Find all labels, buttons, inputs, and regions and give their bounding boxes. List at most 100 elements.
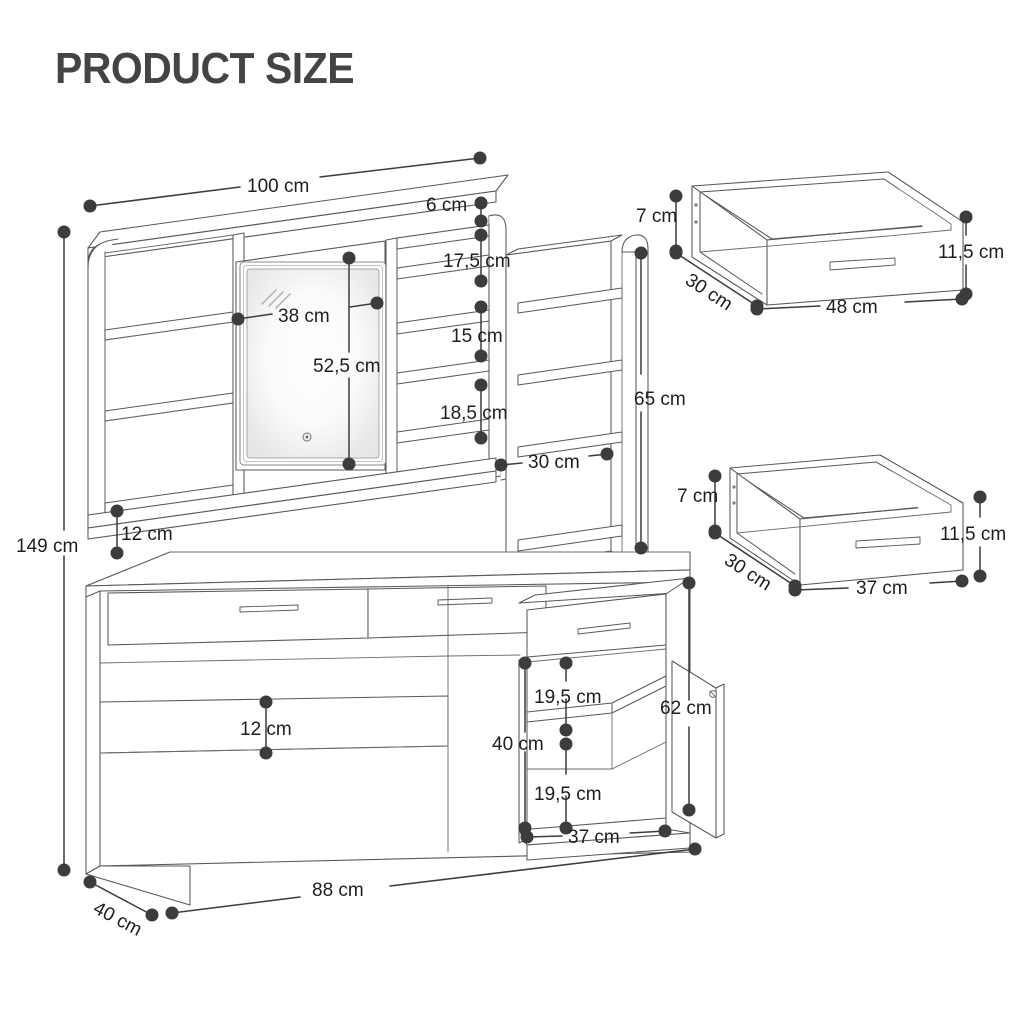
dim-dot [474,274,488,288]
dim-label-drawer2-front-height: 11,5 cm [940,524,1006,545]
dim-label-cabinet-shelf-upper: 19,5 cm [534,687,602,708]
cabinet-inner-profile [526,741,667,770]
dim-desk-width: 88 cm [165,842,702,920]
dim-dot [682,576,696,590]
cabinet-drawer-handle-icon[interactable] [577,622,631,635]
dim-label-hutch-width: 100 cm [247,176,309,197]
hutch-left-panel [87,242,106,537]
dim-label-cabinet-inner-height: 40 cm [492,734,544,755]
desk-right-seam [447,654,521,657]
dim-label-shelf-gap-lower: 18,5 cm [440,403,508,424]
hutch-left-shelf-1 [104,311,234,341]
dim-total-height: 149 cm [16,225,78,877]
drawer-large-drawing [691,171,964,306]
dim-dot [494,458,508,472]
dim-dot [973,490,987,504]
dim-dot [231,312,245,326]
mirror-shine-icon [261,289,291,309]
dim-dot [473,151,487,165]
drawer1-handle-icon[interactable] [829,257,896,271]
dim-label-cabinet-width: 37 cm [568,827,620,848]
dim-tower-height: 65 cm [634,246,686,555]
dim-dot [634,541,648,555]
hutch-right-shelf-3 [396,359,490,385]
dim-dot [708,469,722,483]
dim-label-drawer1-side-height: 7 cm [636,206,677,227]
dim-dot [959,210,973,224]
dim-dot [600,447,614,461]
cabinet-door[interactable] [671,660,725,839]
dim-dot [559,737,573,751]
dim-hutch-width: 100 cm [83,151,487,213]
drawer-handle-right-icon[interactable] [437,597,493,606]
dim-cabinet-width: 37 cm [520,824,672,848]
cabinet-door-hinge-line [709,690,717,698]
tower-bottom-board [517,524,623,552]
drawer2-handle-icon[interactable] [855,536,921,549]
mirror-touch-button-dot [305,435,309,439]
dim-dot [474,349,488,363]
dim-cabinet-shelf-upper: 19,5 cm [534,656,602,737]
dim-dot [669,189,683,203]
dim-dot [559,656,573,670]
dim-dot [474,300,488,314]
drawer-handle-left-icon[interactable] [239,604,299,613]
dim-label-mirror-height: 52,5 cm [313,356,381,377]
dim-dot [634,246,648,260]
desk-drawer-front-right [367,585,547,639]
drawer1-screw-2-icon [694,220,698,224]
dim-label-shelf-gap-upper: 17,5 cm [443,251,511,272]
dim-shelf-gap-lower: 18,5 cm [440,378,508,445]
drawer1-bottom-inner [699,229,952,253]
dim-dot [83,875,97,889]
drawer2-screw-1-icon [732,485,736,489]
dim-dot [708,526,722,540]
dim-hutch-base-height: 12 cm [110,504,173,560]
dim-dot [688,842,702,856]
desk-drawer-front-left [107,588,369,646]
side-shelf-tower [505,234,649,582]
desk-panel-seam-1 [99,655,449,664]
dim-dot [145,908,159,922]
drawer-small-drawing [729,454,964,586]
dim-cabinet-door-height: 62 cm [660,576,712,817]
hutch-left-shelf-2 [104,392,234,422]
dim-drawer2-width: 37 cm [788,574,969,599]
dim-dot [165,906,179,920]
dim-dot [474,228,488,242]
drawer2-screw-2-icon [732,501,736,505]
hutch-right-outer-round [488,214,507,481]
dim-label-tower-height: 65 cm [634,389,686,410]
dim-label-mirror-width: 38 cm [278,306,330,327]
dim-label-drawer1-width: 48 cm [826,297,878,318]
drawer1-right-inner [883,178,952,231]
hutch-top-edge [87,190,497,260]
dim-dot [259,746,273,760]
dim-dot [474,431,488,445]
dim-label-tower-depth: 30 cm [528,452,580,473]
dim-shelf-gap-middle: 15 cm [451,300,503,363]
hutch-left-shelf-1-edge [104,321,234,341]
dim-dot [57,863,71,877]
desk-panel-seam-2 [99,745,449,754]
dim-label-desk-depth: 40 cm [90,898,146,941]
dim-dot [669,246,683,260]
dim-label-drawer2-side-height: 7 cm [677,486,718,507]
desk-left-side-panel [85,590,101,875]
dim-dot [682,803,696,817]
drawer1-screw-1-icon [694,203,698,207]
dim-label-drawer-front-height: 12 cm [240,719,292,740]
dim-label-hutch-base-height: 12 cm [121,524,173,545]
drawer2-bottom-inner [736,511,952,534]
dim-mirror-width: 38 cm [231,296,384,327]
dim-cabinet-shelf-lower: 19,5 cm [534,737,602,835]
page-title: PRODUCT SIZE [55,44,355,93]
desk-left-foot [85,865,191,906]
dim-dot [474,214,488,228]
dim-dot [110,546,124,560]
dim-label-cabinet-door-height: 62 cm [660,698,712,719]
dim-dot [342,457,356,471]
dim-cabinet-inner-height: 40 cm [492,656,544,835]
tower-top-board [505,234,623,256]
dim-dot [83,199,97,213]
